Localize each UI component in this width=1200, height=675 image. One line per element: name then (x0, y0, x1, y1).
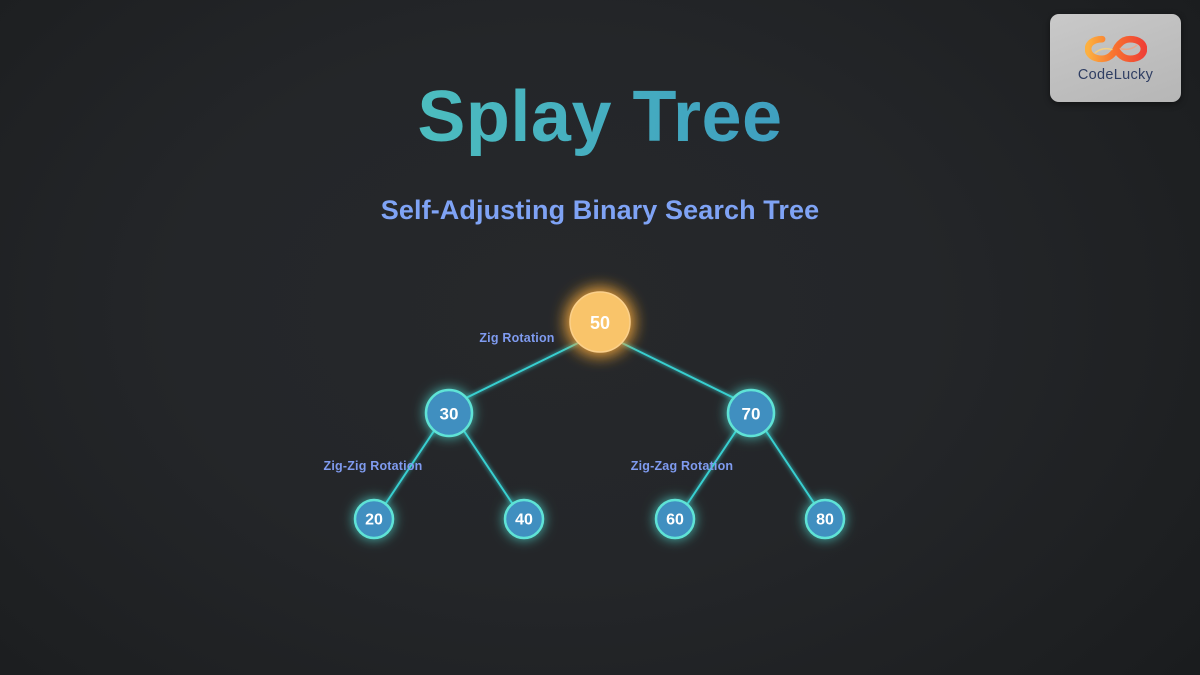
page-title: Splay Tree (0, 76, 1200, 158)
tree-node-30[interactable]: 30 (424, 388, 474, 438)
node-circle (726, 388, 776, 438)
tree-edge (463, 430, 513, 504)
tree-node-70[interactable]: 70 (726, 388, 776, 438)
node-value: 70 (742, 405, 761, 424)
tree-edges (385, 342, 815, 504)
node-circle (569, 291, 631, 353)
node-value: 20 (365, 512, 383, 529)
tree-node-80[interactable]: 80 (804, 498, 846, 540)
node-value: 60 (666, 512, 684, 529)
tree-nodes: 50 30 70 20 40 60 80 (353, 291, 846, 540)
node-value: 30 (440, 405, 459, 424)
rotation-label-zig: Zig Rotation (479, 331, 555, 345)
codelucky-logo-badge[interactable]: CodeLucky (1050, 14, 1181, 102)
infinity-icon (1084, 35, 1147, 63)
tree-node-20[interactable]: 20 (353, 498, 395, 540)
rotation-label-zig-zag: Zig-Zag Rotation (630, 459, 734, 473)
tree-edge (621, 342, 735, 399)
node-value: 50 (590, 313, 610, 333)
tree-node-50[interactable]: 50 (569, 291, 631, 353)
rotation-label-zig-zig: Zig-Zig Rotation (323, 459, 423, 473)
node-circle (424, 388, 474, 438)
page-subtitle: Self-Adjusting Binary Search Tree (380, 195, 820, 225)
tree-edge (385, 430, 435, 504)
tree-edge (465, 342, 579, 399)
node-value: 80 (816, 512, 834, 529)
logo-wordmark: CodeLucky (1077, 67, 1154, 83)
tree-edge (687, 430, 737, 504)
node-circle (503, 498, 545, 540)
tree-node-60[interactable]: 60 (654, 498, 696, 540)
node-value: 40 (515, 512, 533, 529)
tree-edge (765, 430, 815, 504)
node-circle (353, 498, 395, 540)
node-circle (654, 498, 696, 540)
tree-node-40[interactable]: 40 (503, 498, 545, 540)
node-circle (804, 498, 846, 540)
